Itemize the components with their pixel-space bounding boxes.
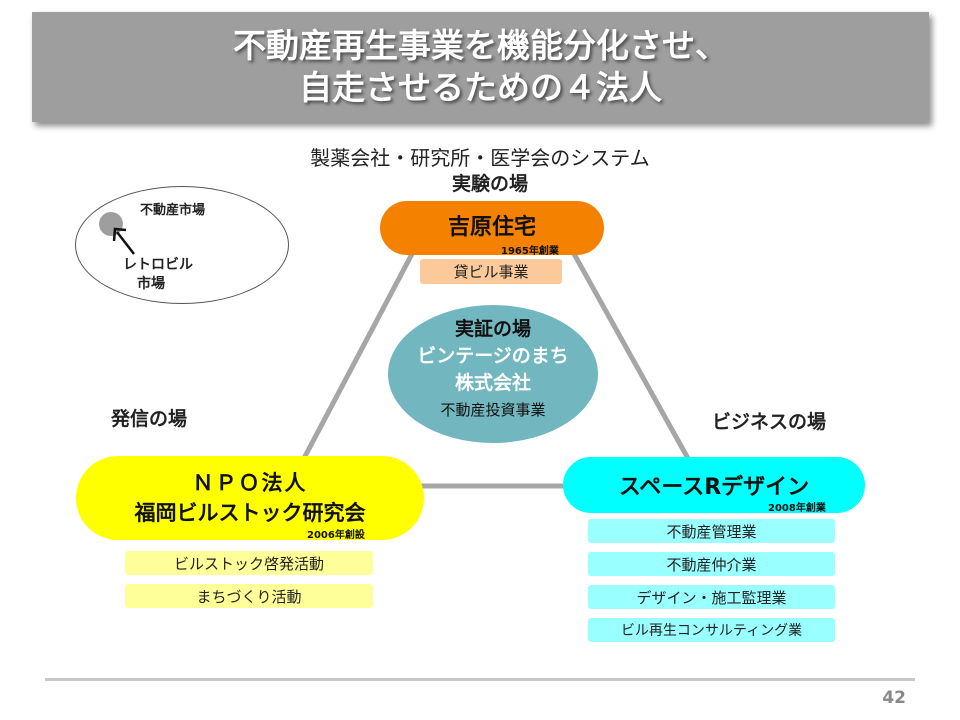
retro-building-market-label: レトロビル 市場: [106, 256, 210, 294]
subtitle: 製薬会社・研究所・医学会のシステム: [310, 146, 650, 170]
connector-left: [299, 250, 416, 464]
npo-line-1: ＮＰＯ法人: [192, 471, 308, 495]
vintage-machi-node: 実証の場 ビンテージのまち 株式会社 不動産投資事業: [388, 305, 598, 443]
space-r-business-box: ビル再生コンサルティング業: [588, 618, 835, 642]
vintage-line-4: 不動産投資事業: [440, 401, 546, 419]
retro-building-market-circle: [99, 212, 123, 236]
yoshihara-jutaku-node: 吉原住宅: [380, 201, 604, 255]
retro-building-label-line-1: レトロビル: [123, 257, 193, 273]
npo-founded: 2006年創設: [307, 530, 365, 541]
space-r-design-node: スペースRデザイン: [563, 457, 865, 513]
npo-activity-box: まちづくり活動: [125, 584, 373, 608]
broadcast-place-label: 発信の場: [111, 408, 188, 430]
space-r-business-box: 不動産管理業: [588, 519, 835, 543]
yoshihara-jutaku-name: 吉原住宅: [447, 215, 536, 240]
space-r-business-box: デザイン・施工監理業: [588, 585, 835, 609]
experiment-place-label: 実験の場: [451, 173, 528, 195]
space-r-business-box: 不動産仲介業: [588, 552, 835, 576]
retro-building-label-line-2: 市場: [137, 276, 165, 292]
yoshihara-founded: 1965年創業: [501, 246, 559, 257]
space-r-design-name: スペースRデザイン: [618, 475, 810, 500]
real-estate-market-label: 不動産市場: [140, 203, 206, 218]
business-place-label: ビジネスの場: [712, 411, 827, 433]
npo-activity-box: ビルストック啓発活動: [125, 551, 373, 575]
space-r-founded: 2008年創業: [768, 503, 826, 514]
connector-right: [570, 250, 693, 464]
title-line-2: 自走させるための４法人: [299, 68, 662, 107]
title-bar: 不動産再生事業を機能分化させ、 自走させるための４法人: [32, 12, 929, 122]
npo-line-2: 福岡ビルストック研究会: [134, 501, 366, 525]
title-line-1: 不動産再生事業を機能分化させ、: [233, 26, 728, 65]
npo-node: ＮＰＯ法人 福岡ビルストック研究会: [76, 456, 424, 540]
yoshihara-business-box: 貸ビル事業: [420, 259, 562, 284]
footer-divider: [45, 678, 915, 681]
arrow-icon: [112, 227, 135, 255]
vintage-line-1: 実証の場: [454, 318, 531, 340]
real-estate-market-ellipse: [75, 186, 289, 304]
page-number: 42: [882, 688, 906, 708]
vintage-line-3: 株式会社: [454, 372, 531, 394]
vintage-line-2: ビンテージのまち: [417, 345, 569, 367]
